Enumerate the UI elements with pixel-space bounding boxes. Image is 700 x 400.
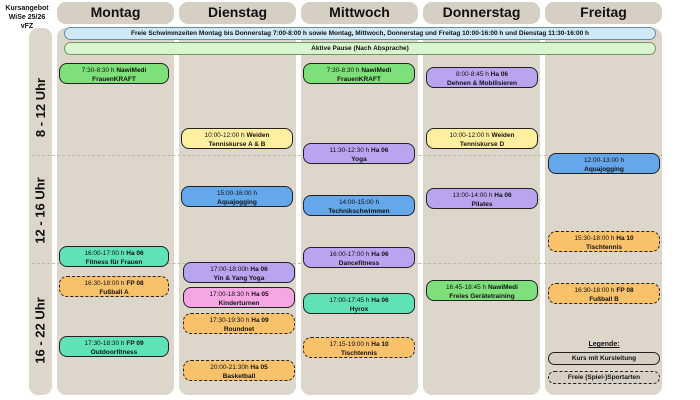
banner-active-pause: Aktive Pause (Nach Absprache) <box>64 42 656 55</box>
title-line-2: WiSe 25/26 vFZ <box>8 14 46 30</box>
legend-title: Legende: <box>588 341 620 348</box>
day-header-donnerstag: Donnerstag <box>423 2 540 24</box>
day-header-mittwoch: Mittwoch <box>301 2 418 24</box>
schedule-title: Kursangebot WiSe 25/26 vFZ <box>2 4 52 31</box>
title-line-1: Kursangebot <box>5 5 49 12</box>
time-block-midday: 12 - 16 Uhr <box>33 176 49 244</box>
day-header-dienstag: Dienstag <box>179 2 296 24</box>
column-montag <box>57 28 174 395</box>
day-header-montag: Montag <box>57 2 174 24</box>
time-column <box>29 28 52 395</box>
column-dienstag <box>179 28 296 395</box>
time-block-morning: 8 - 12 Uhr <box>33 77 48 138</box>
column-freitag <box>545 28 662 395</box>
legend-course-with-instructor: Kurs mit Kursleitung <box>548 352 660 365</box>
time-block-evening: 16 - 22 Uhr <box>33 296 49 364</box>
legend-free-sports: Freie (Spiel-)Sportarten <box>548 371 660 384</box>
day-header-freitag: Freitag <box>545 2 662 24</box>
banner-swim-times: Freie Schwimmzeiten Montag bis Donnersta… <box>64 27 656 40</box>
column-donnerstag <box>423 28 540 395</box>
